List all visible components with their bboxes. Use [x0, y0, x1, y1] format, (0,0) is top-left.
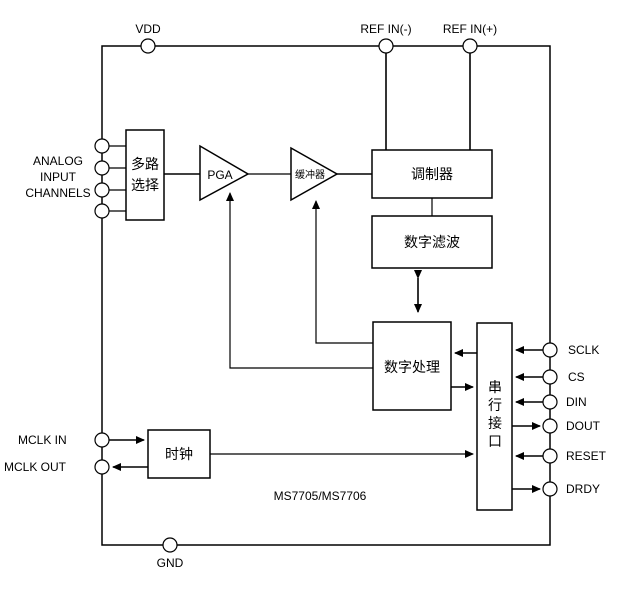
vdd-label: VDD: [135, 22, 161, 36]
serial-interface-char: 接: [488, 415, 502, 432]
mclk-out-pin: [94, 459, 110, 475]
ref-in-pos-pin: [462, 38, 478, 54]
modulator-block: [371, 149, 493, 199]
analog-input-pin: [94, 182, 110, 198]
input-label: INPUT: [40, 170, 77, 184]
modulator-label: 调制器: [411, 167, 453, 183]
reset-pin: [542, 448, 558, 464]
digital-filter-label: 数字滤波: [404, 235, 460, 251]
digital-processing-label: 数字处理: [384, 360, 440, 376]
mclk-in-label: MCLK IN: [18, 433, 67, 447]
din-pin: [542, 394, 558, 410]
cs-pin: [542, 369, 558, 385]
dout-label: DOUT: [566, 419, 601, 433]
din-label: DIN: [566, 395, 587, 409]
serial-interface-char: 串: [488, 380, 502, 396]
analog-label: ANALOG: [33, 154, 83, 168]
analog-input-pin: [94, 203, 110, 219]
mclk-in-pin: [94, 432, 110, 448]
pga-label: PGA: [207, 168, 232, 182]
digital-processing-block: [372, 321, 452, 411]
sclk-pin: [542, 342, 558, 358]
chip-outline: [101, 45, 551, 546]
sclk-label: SCLK: [568, 343, 599, 357]
drdy-pin: [542, 481, 558, 497]
gnd-pin: [162, 537, 178, 553]
mclk-out-label: MCLK OUT: [4, 460, 67, 474]
cs-label: CS: [568, 370, 585, 384]
buffer-amplifier: [290, 146, 339, 202]
analog-input-pin: [94, 138, 110, 154]
gnd-label: GND: [157, 556, 184, 570]
ref-in-pos-label: REF IN(+): [443, 22, 497, 36]
serial-interface-block: [476, 322, 513, 511]
buffer-label: 缓冲器: [295, 168, 325, 181]
mux-label-line2: 选择: [131, 178, 159, 194]
part-number-label: MS7705/MS7706: [274, 489, 367, 503]
ref-in-neg-pin: [378, 38, 394, 54]
processing-to-buffer-feedback: [312, 200, 373, 344]
drdy-label: DRDY: [566, 482, 600, 496]
pga-amplifier: [199, 144, 250, 202]
processing-to-pga-feedback: [226, 192, 373, 369]
mux-label-line1: 多路: [131, 156, 159, 173]
channels-label: CHANNELS: [25, 186, 90, 200]
analog-input-pins: [94, 138, 126, 219]
serial-interface-char: 行: [488, 398, 502, 414]
reset-label: RESET: [566, 449, 607, 463]
clock-label: 时钟: [165, 446, 193, 463]
mux-block: [125, 129, 165, 221]
clock-block: [147, 429, 211, 479]
vdd-pin: [140, 38, 156, 54]
analog-input-pin: [94, 160, 110, 176]
ref-in-neg-label: REF IN(-): [360, 22, 411, 36]
dout-pin: [542, 418, 558, 434]
serial-interface-char: 口: [488, 434, 502, 450]
digital-filter-block: [371, 215, 493, 269]
